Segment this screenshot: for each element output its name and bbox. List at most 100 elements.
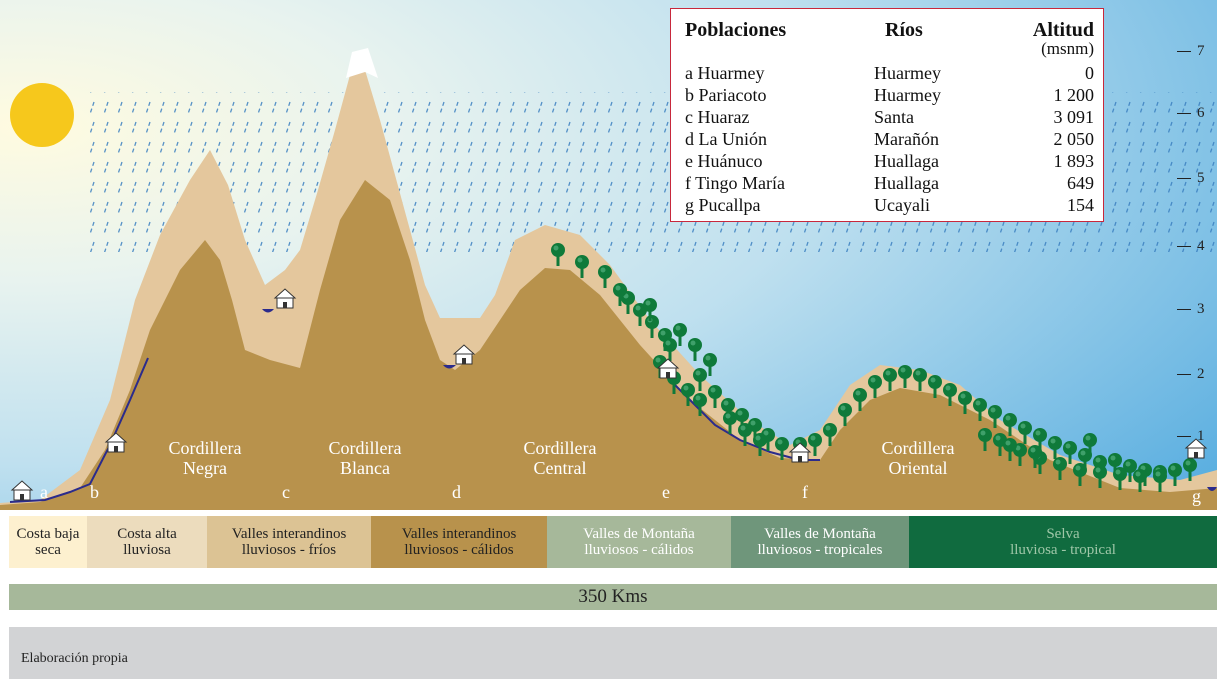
tree	[853, 388, 867, 411]
altitude-tick-1: 1	[1177, 428, 1217, 445]
tree	[883, 368, 897, 391]
tree	[1003, 438, 1017, 461]
tree	[838, 403, 852, 426]
town-house-icon	[656, 358, 680, 379]
tree	[1123, 459, 1137, 482]
tree	[808, 433, 822, 456]
altitude-tick-3: 3	[1177, 301, 1217, 318]
tree	[928, 375, 942, 398]
altitude-tick-2: 2	[1177, 366, 1217, 383]
tree	[1048, 436, 1062, 459]
legend-header-altitude: Altitud	[1032, 19, 1094, 41]
tree	[753, 433, 767, 456]
tree	[868, 375, 882, 398]
town-letter-g: g	[1192, 486, 1201, 506]
source-note: Elaboración propia	[9, 627, 1217, 679]
terrain-dark	[0, 180, 1217, 510]
tree	[1093, 465, 1107, 488]
town-letter-a: a	[40, 482, 48, 502]
tree	[943, 383, 957, 406]
town-letter-e: e	[662, 482, 670, 502]
town-house-icon	[10, 480, 34, 501]
tree	[823, 423, 837, 446]
tree	[1083, 433, 1097, 456]
tree	[1003, 413, 1017, 436]
legend-header-rivers: Ríos	[885, 19, 923, 41]
tree	[988, 405, 1002, 428]
tree	[1153, 469, 1167, 492]
tree	[1108, 453, 1122, 476]
tree	[738, 423, 752, 446]
tree	[1133, 469, 1147, 492]
sun	[10, 83, 74, 147]
tree	[723, 411, 737, 434]
town-house-icon	[1184, 438, 1208, 459]
tree	[575, 255, 589, 278]
town-letter-b: b	[90, 482, 99, 502]
tree	[663, 338, 677, 361]
tree	[775, 437, 789, 460]
town-house-icon	[452, 344, 476, 365]
tree	[1168, 463, 1182, 486]
tree	[1018, 421, 1032, 444]
forest	[551, 243, 1197, 492]
tree	[1073, 463, 1087, 486]
altitude-tick-6: 6	[1177, 105, 1217, 122]
town-house-icon	[788, 442, 812, 463]
legend-unit: (msnm)	[1041, 39, 1094, 58]
tree	[703, 353, 717, 376]
altitude-tick-5: 5	[1177, 170, 1217, 187]
town-house-icon	[104, 432, 128, 453]
snow-cap	[346, 48, 378, 78]
tree	[1028, 445, 1042, 468]
town-letter-f: f	[802, 482, 808, 502]
tree	[1053, 457, 1067, 480]
tree	[708, 385, 722, 408]
altitude-tick-4: 4	[1177, 238, 1217, 255]
towns-legend: Poblaciones Ríos Altitud (msnm) a Huarme…	[670, 8, 1104, 222]
tree	[673, 323, 687, 346]
tree	[958, 391, 972, 414]
tree	[688, 338, 702, 361]
tree	[681, 383, 695, 406]
tree	[643, 298, 657, 321]
altitude-tick-7: 7	[1177, 43, 1217, 60]
town-letter-d: d	[452, 482, 461, 502]
legend-header-towns: Poblaciones	[685, 19, 787, 41]
tree	[693, 368, 707, 391]
distance-bar: 350 Kms	[9, 584, 1217, 610]
town-markers	[10, 288, 1208, 501]
river-huarmey	[9, 357, 149, 503]
tree	[693, 393, 707, 416]
tree	[898, 365, 912, 388]
tree	[735, 408, 749, 431]
tree	[598, 265, 612, 288]
lake-launion	[443, 365, 456, 369]
tree	[978, 428, 992, 451]
town-house-icon	[273, 288, 297, 309]
tree	[551, 243, 565, 266]
tree	[1063, 441, 1077, 464]
tree	[913, 368, 927, 391]
tree	[1183, 458, 1197, 481]
town-letter-c: c	[282, 482, 290, 502]
tree	[1113, 467, 1127, 490]
